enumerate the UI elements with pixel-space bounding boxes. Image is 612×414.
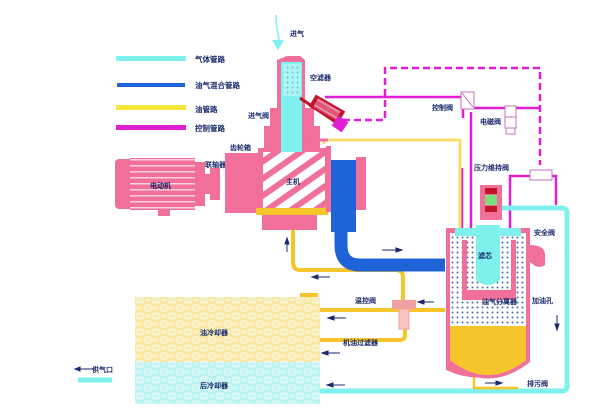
oil-cooler: 油冷却器 xyxy=(135,297,320,362)
label-coupling: 联轴器 xyxy=(205,160,227,169)
legend-label-control: 控制管路 xyxy=(195,123,225,133)
label-air-filter: 空滤器 xyxy=(310,73,332,82)
gas-pipes xyxy=(78,14,570,394)
arrow-left-icon xyxy=(416,299,434,305)
label-air-intake: 进气 xyxy=(290,29,304,38)
label-main-unit: 主机 xyxy=(286,177,300,186)
arrow-left-icon xyxy=(326,315,346,321)
legend-swatch-control xyxy=(116,125,186,130)
thermo-valve: 温控阀 机油过滤器 xyxy=(343,296,416,347)
mixed-pipe xyxy=(331,157,445,272)
oil-pipe-to-thermo xyxy=(291,212,405,300)
label-oil-cooler: 油冷却器 xyxy=(200,328,229,337)
air-filter: 空滤器 进气阀 进气 xyxy=(248,29,332,152)
label-after-cooler: 后冷却器 xyxy=(200,381,229,390)
label-oil-filter: 机油过滤器 xyxy=(343,338,379,347)
intake-arrow-icon xyxy=(272,40,284,50)
control-lines xyxy=(325,66,558,245)
legend-label-oil: 油管路 xyxy=(195,104,218,114)
oil-pipes xyxy=(291,138,518,390)
oil-pipe-top xyxy=(322,138,462,245)
arrow-right-icon xyxy=(382,247,404,253)
arrow-left-icon xyxy=(320,350,340,356)
arrow-left-icon xyxy=(325,382,345,388)
legend-item-gas: 气体管路 xyxy=(116,54,225,64)
legend-label-mixed: 油气混合管路 xyxy=(195,80,240,90)
label-safety-valve: 安全阀 xyxy=(534,228,555,237)
solenoid-valve: 电磁阀 xyxy=(480,105,517,135)
legend-swatch-gas xyxy=(116,56,186,61)
intake-flow-line xyxy=(275,14,281,43)
flow-arrows xyxy=(73,236,560,388)
mixed-pipe-line xyxy=(334,232,445,272)
arrow-down-icon xyxy=(554,315,560,332)
label-drain-valve: 排污阀 xyxy=(527,379,548,388)
label-separator: 油气分离器 xyxy=(482,297,518,306)
legend-swatch-mixed xyxy=(117,83,185,87)
label-oil-fill: 加油孔 xyxy=(531,296,553,305)
gas-pipe-separator-to-aftercooler xyxy=(318,205,570,394)
ret-valve-box xyxy=(529,169,553,181)
gearbox: 齿轮箱 xyxy=(225,143,260,213)
legend-label-gas: 气体管路 xyxy=(194,54,225,64)
pressure-valve: 压力维持阀 xyxy=(474,163,509,220)
legend-item-oil: 油管路 xyxy=(116,104,218,114)
separator-vessel-blue xyxy=(331,160,356,232)
label-control-valve: 控制阀 xyxy=(432,103,453,112)
legend: 气体管路 油气混合管路 油管路 控制管路 xyxy=(116,54,240,133)
legend-item-mixed: 油气混合管路 xyxy=(117,80,240,90)
blue-vessel-flange xyxy=(356,157,366,210)
label-gearbox: 齿轮箱 xyxy=(230,143,251,152)
oil-gas-separator: 滤芯 油气分离器 安全阀 加油孔 xyxy=(446,225,555,379)
control-valve: 控制阀 xyxy=(432,91,475,112)
after-cooler: 后冷却器 xyxy=(135,362,320,404)
label-motor: 电动机 xyxy=(150,181,171,190)
motor: 电动机 xyxy=(115,158,205,216)
label-intake-valve: 进气阀 xyxy=(248,111,269,120)
arrow-up-icon xyxy=(284,236,290,252)
label-thermo-valve: 温控阀 xyxy=(355,296,376,305)
label-pressure-valve: 压力维持阀 xyxy=(474,163,509,172)
arrow-left-icon xyxy=(310,274,330,280)
oil-pipe-filter-return xyxy=(318,322,407,342)
arrow-left-icon xyxy=(73,366,95,372)
arrow-right-icon xyxy=(485,380,504,386)
coupling: 联轴器 xyxy=(205,160,227,200)
label-air-outlet: 供气口 xyxy=(91,365,113,374)
label-filter-element: 滤芯 xyxy=(478,251,492,260)
legend-item-control: 控制管路 xyxy=(116,123,225,133)
main-unit: 主机 xyxy=(256,146,331,230)
legend-swatch-oil xyxy=(116,105,186,110)
intake-valve-actuator xyxy=(299,94,349,142)
label-solenoid-valve: 电磁阀 xyxy=(480,117,501,126)
